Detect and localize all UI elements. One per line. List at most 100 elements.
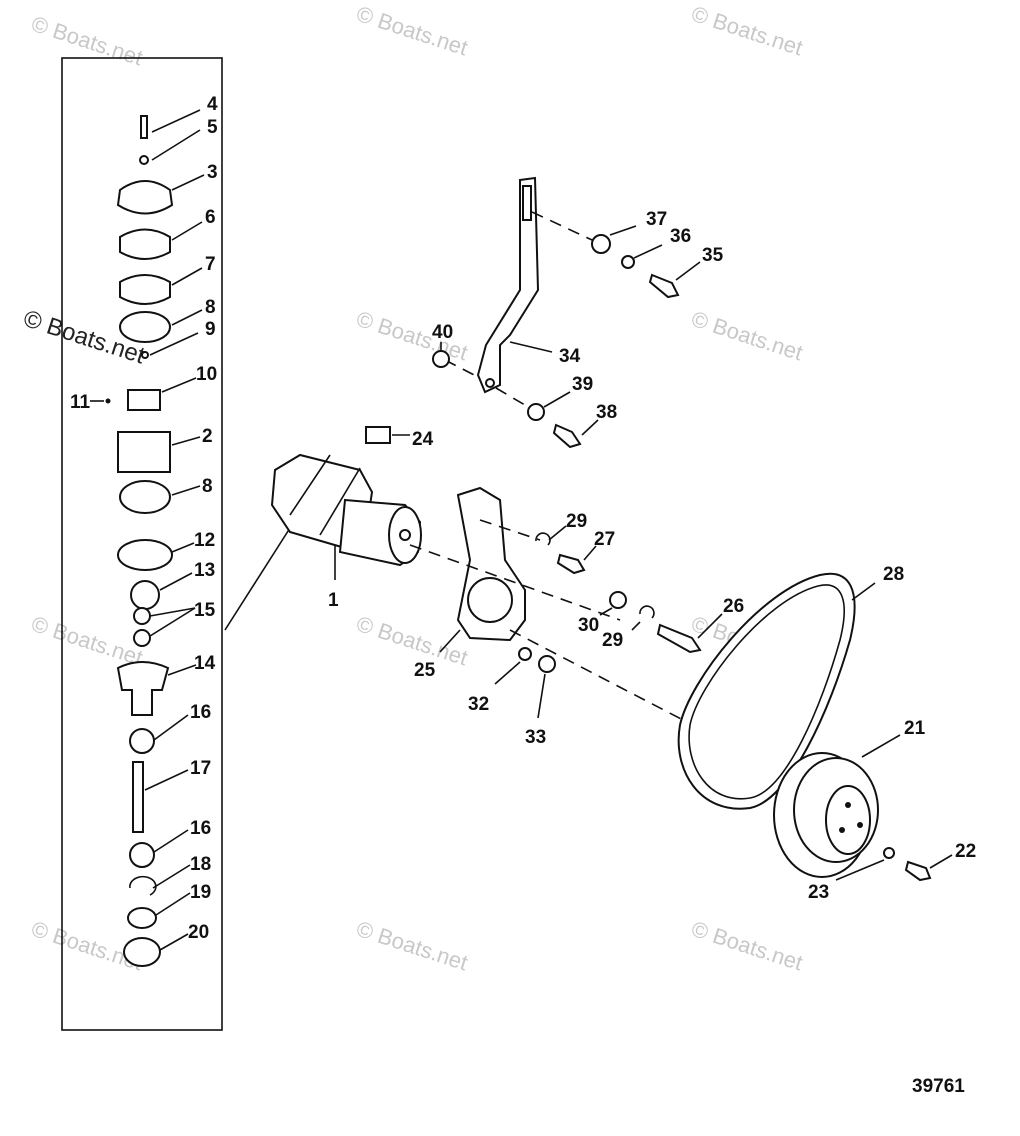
watermark: © Boats.net (28, 611, 145, 670)
callout: 21 (904, 718, 926, 739)
watermark: © Boats.net (28, 11, 145, 70)
callout: 18 (190, 854, 211, 875)
callout: 16 (190, 818, 211, 839)
callout: 32 (468, 694, 489, 715)
callout: 40 (432, 322, 453, 343)
callout: 15 (194, 600, 216, 621)
watermark: © Boats.net (688, 1, 805, 60)
bracket-34 (476, 176, 540, 394)
callout: 29 (602, 630, 623, 651)
nut-40 (432, 350, 450, 368)
key-11 (105, 398, 111, 404)
washer-30 (609, 591, 627, 609)
callout: 22 (955, 841, 976, 862)
bolt-27 (656, 623, 702, 654)
flange-20 (123, 937, 161, 967)
gasket-7 (119, 274, 171, 305)
callout: 17 (190, 758, 211, 779)
callout: 23 (808, 882, 829, 903)
callout: 38 (596, 402, 617, 423)
plate-6 (119, 228, 171, 260)
seal-15b (133, 629, 151, 647)
callout: 19 (190, 882, 211, 903)
watermark: © Boats.net (353, 306, 470, 365)
callout: 34 (559, 346, 581, 367)
belt-25 (677, 572, 856, 810)
snap-ring-18 (129, 875, 157, 896)
washer-23 (883, 847, 895, 859)
callout: 8 (205, 297, 216, 318)
impeller-10 (127, 389, 161, 411)
clip-29 (535, 532, 551, 546)
exploded-view-leader (224, 527, 291, 631)
callout: 39 (572, 374, 593, 395)
callout: 9 (205, 319, 216, 340)
washer-19 (127, 907, 157, 929)
callout: 10 (196, 364, 217, 385)
centerline (444, 359, 481, 379)
column-leaders (90, 109, 205, 951)
bolt-35 (648, 273, 680, 299)
callout: 7 (205, 254, 216, 275)
callout: 30 (578, 615, 599, 636)
watermark: © Boats.net (688, 306, 805, 365)
cover-3 (116, 180, 174, 215)
centerline (531, 211, 593, 241)
nut-33 (538, 655, 556, 673)
body-14 (116, 661, 170, 716)
watermark: © Boats.net (353, 916, 470, 975)
exploded-view-box (61, 57, 223, 1031)
callout: 29 (566, 511, 587, 532)
callout: 14 (194, 653, 216, 674)
watermark: © Boats.net (353, 1, 470, 60)
callout: 33 (525, 727, 546, 748)
callout: 6 (205, 207, 216, 228)
callout: 8 (202, 476, 213, 497)
callout: 3 (207, 162, 218, 183)
gasket-8 (119, 311, 171, 343)
callout: 36 (670, 226, 691, 247)
callout: 24 (412, 429, 434, 450)
gasket-8-lower (119, 480, 171, 514)
diagram-number: 39761 (912, 1076, 965, 1097)
fitting-24 (365, 426, 391, 444)
washer-32 (518, 647, 532, 661)
bolt-22 (904, 860, 932, 882)
plate-12 (117, 539, 173, 571)
watermark: © Boats.net (688, 916, 805, 975)
bearing-16-lower (129, 842, 155, 868)
bolt-28 (556, 553, 586, 575)
callout: 11 (70, 392, 91, 413)
callout: 20 (188, 922, 209, 943)
callout: 1 (328, 590, 339, 611)
pin-9 (141, 351, 149, 359)
washer-37 (591, 234, 611, 254)
callout: 26 (723, 596, 744, 617)
screw-4 (140, 115, 148, 139)
watermark: © Boats.net (353, 611, 470, 670)
centerline (495, 387, 531, 409)
bolt-38 (552, 423, 582, 449)
callout: 5 (207, 117, 218, 138)
callout: 35 (702, 245, 724, 266)
housing-2 (117, 431, 171, 473)
washer-5 (139, 155, 149, 165)
pulley-21 (773, 734, 901, 878)
callout: 37 (646, 209, 667, 230)
washer-39 (527, 403, 545, 421)
pump-exploded-parts (105, 115, 174, 967)
callout: 27 (594, 529, 615, 550)
pump-assembly-1 (270, 453, 422, 580)
o-ring-13 (130, 580, 160, 610)
lock-washer-36 (621, 255, 635, 269)
callouts: 4 5 3 6 7 8 9 10 11 2 8 12 13 15 14 16 1… (70, 94, 976, 943)
bearing-16 (129, 728, 155, 754)
callout: 2 (202, 426, 213, 447)
clip-29-lower (639, 605, 655, 619)
callout: 13 (194, 560, 215, 581)
callout: 4 (207, 94, 218, 115)
shaft-17 (132, 761, 144, 833)
callout: 16 (190, 702, 211, 723)
seal-15a (133, 607, 151, 625)
